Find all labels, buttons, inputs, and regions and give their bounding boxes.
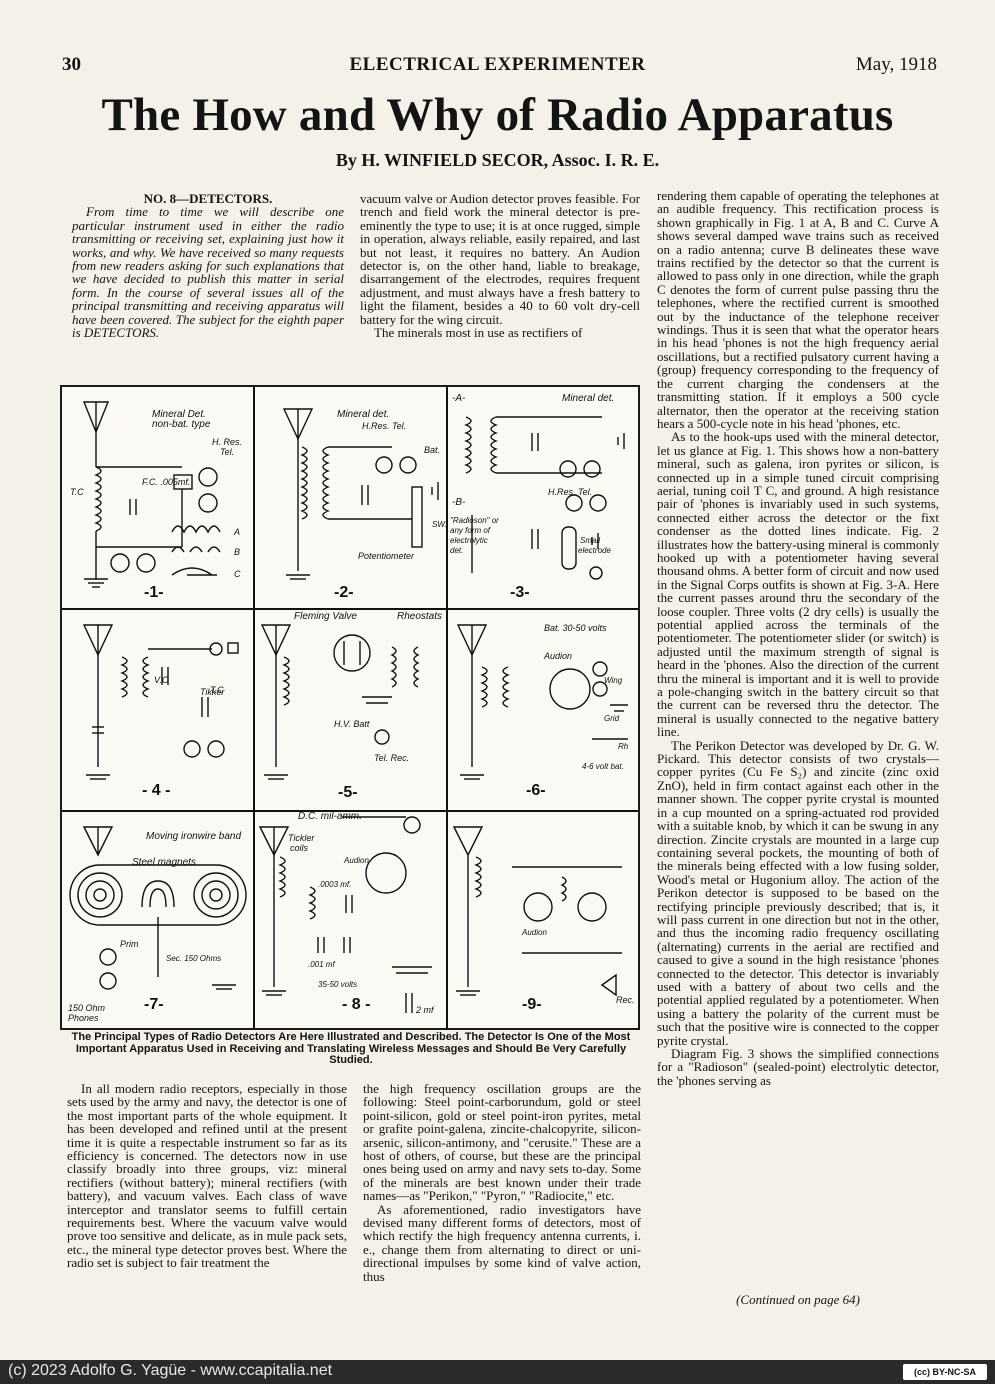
article-title: The How and Why of Radio Apparatus — [101, 89, 894, 141]
paragraph: The minerals most in use as rectifiers o… — [374, 325, 583, 341]
fig9-label: Audion — [521, 928, 547, 937]
fig7-label: Phones — [68, 1013, 99, 1023]
issue-date: May, 1918 — [855, 54, 937, 75]
fig1-curve-b: B — [234, 547, 240, 557]
fig7-label: Prim — [120, 939, 139, 949]
fig8-label: 2 mf — [415, 1005, 435, 1015]
continued-note: (Continued on page 64) — [736, 1292, 860, 1307]
fig1-label: Tel. — [220, 447, 234, 457]
fig2-label: Potentiometer — [358, 551, 415, 561]
fig2-circuit — [282, 408, 439, 580]
fig8-number: - 8 - — [342, 996, 370, 1013]
copyright-footer: (c) 2023 Adolfo G. Yagüe - www.ccapitali… — [0, 1360, 995, 1384]
fig4-circuit — [82, 624, 239, 780]
fig6-number: -6- — [526, 782, 546, 799]
fig8-label: .001 mf — [308, 960, 335, 969]
fig3-part-a: -A- — [452, 393, 466, 404]
fig4-label: T.C — [210, 685, 224, 695]
fig8-label: 35-50 volts — [318, 980, 357, 989]
fig1-label: T.C — [70, 487, 84, 497]
fig6-label: Bat. 30-50 volts — [544, 623, 607, 633]
fig3-label: electrolytic — [450, 536, 488, 545]
fig4-number: - 4 - — [142, 782, 170, 799]
fig4-label: V.C — [154, 675, 169, 685]
fig1-number: -1- — [144, 584, 164, 601]
fig5-label: Rheostats — [397, 611, 442, 622]
column-mid-top: vacuum valve or Audion detector proves f… — [360, 191, 640, 341]
fig1-label: F.C. .005mf. — [142, 477, 190, 487]
fig6-label: Grid — [604, 714, 620, 723]
fig3-label: Small — [580, 536, 600, 545]
fig3-label: H.Res. Tel. — [548, 487, 592, 497]
fig7-label: Sec. 150 Ohms — [166, 954, 221, 963]
fig8-label: Tickler — [288, 833, 315, 843]
fig8-circuit — [258, 816, 432, 1013]
intro-heading: NO. 8—DETECTORS. — [143, 191, 273, 206]
fig3-label: det. — [450, 546, 463, 555]
paragraph: In all modern radio receptors, especiall… — [67, 1081, 347, 1271]
fig1-label: Mineral Det. — [152, 409, 206, 420]
paragraph: As aforementioned, radio investigators h… — [363, 1201, 641, 1284]
fig2-label: H.Res. Tel. — [362, 421, 406, 431]
fig8-label: D.C. mil-amm. — [298, 811, 362, 822]
fig1-label: H. Res. — [212, 437, 242, 447]
fig9-label: Rec. — [616, 995, 635, 1005]
paragraph: rendering them capable of operating the … — [657, 188, 939, 431]
fig9-number: -9- — [522, 996, 542, 1013]
fig1-label: non-bat. type — [152, 419, 211, 430]
fig3-label: Mineral det. — [562, 393, 614, 404]
paragraph: As to the hook-ups used with the mineral… — [657, 429, 939, 740]
fig5-label: H.V. Batt — [334, 719, 370, 729]
fig7-label: Moving ironwire band — [146, 831, 241, 842]
fig7-circuit — [69, 826, 247, 990]
paragraph: vacuum valve or Audion detector proves f… — [360, 191, 640, 327]
fig3-number: -3- — [510, 584, 530, 601]
fig2-number: -2- — [334, 584, 354, 601]
fig3-label: any form of — [450, 526, 491, 535]
figure-caption: The Principal Types of Radio Detectors A… — [71, 1031, 631, 1066]
fig5-label: Tel. Rec. — [374, 753, 409, 763]
fig7-label: 150 Ohm — [68, 1003, 106, 1013]
intro-block: NO. 8—DETECTORS. From time to time we wi… — [72, 191, 344, 341]
intro-text: From time to time we will describe one p… — [72, 204, 344, 341]
fig5-label: Fleming Valve — [294, 611, 357, 622]
paragraph: Diagram Fig. 3 shows the simplified conn… — [657, 1046, 939, 1088]
fig5-circuit — [260, 624, 420, 780]
fig6-label: Audion — [543, 651, 572, 661]
column-bottom-mid: the high frequency oscillation groups ar… — [363, 1082, 641, 1283]
article-byline: By H. WINFIELD SECOR, Assoc. I. R. E. — [335, 150, 660, 170]
fig3-label: electrode — [578, 546, 611, 555]
copyright-text: (c) 2023 Adolfo G. Yagüe - www.ccapitali… — [8, 1362, 333, 1379]
fig6-label: 4-6 volt bat. — [582, 762, 624, 771]
fig6-label: Rh — [618, 742, 629, 751]
fig8-label: coils — [290, 843, 309, 853]
fig8-label: Audion — [343, 856, 369, 865]
fig3-label: "Radioson" or — [450, 516, 499, 525]
paragraph: the high frequency oscillation groups ar… — [363, 1081, 641, 1204]
detector-diagrams-figure: Mineral Det. non-bat. type H. Res. Tel. … — [60, 385, 640, 1030]
fig3-part-b: -B- — [452, 497, 466, 508]
fig9-circuit — [452, 826, 622, 997]
fig8-label: .0003 mf. — [318, 880, 351, 889]
fig1-curve-c: C — [234, 569, 241, 579]
column-bottom-left: In all modern radio receptors, especiall… — [67, 1082, 347, 1270]
fig7-number: -7- — [144, 996, 164, 1013]
magazine-name: ELECTRICAL EXPERIMENTER — [349, 54, 646, 75]
fig6-circuit — [456, 624, 628, 780]
circuit-diagrams: Mineral Det. non-bat. type H. Res. Tel. … — [62, 387, 638, 1028]
fig4-label: Tikker — [200, 687, 225, 697]
fig2-label: SW. — [432, 520, 447, 529]
fig6-label: Wing — [604, 676, 623, 685]
page-number: 30 — [62, 54, 81, 75]
fig3-circuit — [464, 416, 625, 580]
fig5-number: -5- — [338, 784, 358, 801]
fig1-curve-a: A — [233, 527, 240, 537]
fig1-circuit — [82, 401, 221, 588]
license-badge: (cc) BY-NC-SA — [903, 1364, 987, 1380]
fig7-label: Steel magnets — [132, 857, 196, 868]
fig2-label: Bat. — [424, 445, 440, 455]
fig2-label: Mineral det. — [337, 409, 389, 420]
column-right: rendering them capable of operating the … — [657, 189, 939, 1087]
paragraph: The Perikon Detector was developed by Dr… — [657, 737, 939, 1048]
